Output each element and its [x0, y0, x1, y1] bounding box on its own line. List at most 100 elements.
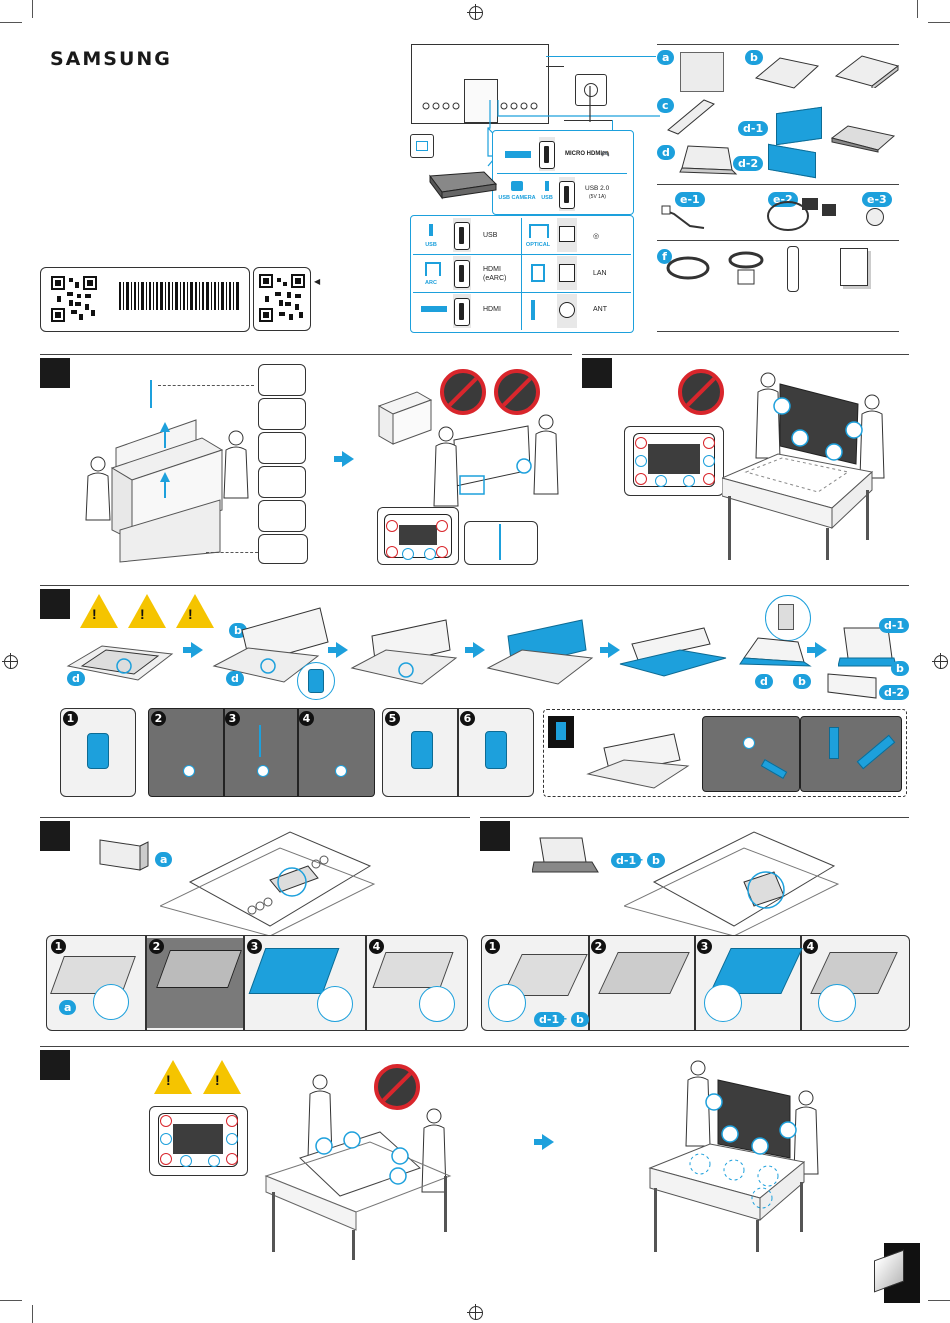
warning-icon: !: [154, 1060, 192, 1094]
part-b-label: b: [793, 674, 811, 689]
usb-port[interactable]: [454, 222, 470, 250]
crop-mark: [32, 1305, 33, 1323]
adapter-cable: [724, 250, 774, 295]
lift-tv-from-table: [260, 1072, 460, 1267]
arc-label: ARC: [419, 280, 443, 286]
registration-mark: [4, 655, 18, 669]
step-5-marker: [480, 821, 510, 851]
detail-panel-5-6: [382, 708, 534, 797]
part-d-label: d: [226, 671, 244, 686]
device-icon: [505, 151, 531, 158]
accessory-e3-label: e-3: [862, 192, 892, 207]
barcode: [119, 282, 239, 315]
step-3-marker: [40, 589, 70, 619]
usb20-label: USB 2.0: [585, 185, 609, 192]
optical-symbol: ◎: [593, 232, 599, 240]
power-cable-coil: [664, 254, 714, 289]
qr-code-icon: [259, 274, 305, 322]
crop-mark: [0, 1300, 22, 1301]
hdmi-earc-sub: (eARC): [483, 275, 506, 282]
accessory-divider: [657, 44, 899, 45]
arc-icon: [425, 262, 441, 276]
stand-d2-part: [768, 144, 816, 178]
detail-step-number: 4: [299, 711, 314, 726]
antenna-icon: [531, 300, 535, 320]
stand-base: [678, 140, 738, 181]
accessory-a-label: a: [657, 50, 674, 65]
ant-port[interactable]: [559, 302, 575, 318]
ant-label: ANT: [593, 306, 607, 313]
cable-e1: [660, 200, 710, 239]
next-arrow-icon: [542, 1134, 554, 1150]
usb-icon: [545, 181, 549, 191]
section-divider: [480, 817, 909, 818]
device-icon: [421, 306, 447, 312]
stand-step-3: [346, 610, 466, 701]
one-connect-panel-top: MICRO HDMI 🎮 USB CAMERA USB USB 2.0 (5V …: [492, 130, 634, 215]
next-arrow-icon: [191, 642, 203, 658]
micro-hdmi-label: MICRO HDMI: [565, 151, 602, 157]
tv-vesa-holes: [422, 97, 464, 105]
detail-zoom: [297, 662, 335, 700]
stand-step-number: 4: [803, 939, 818, 954]
crop-mark: [928, 22, 950, 23]
hold-points-panel: [624, 426, 724, 496]
optical-label: OPTICAL: [523, 242, 553, 248]
link-line: [612, 120, 613, 130]
lan-label: LAN: [593, 270, 607, 277]
next-arrow-icon: [815, 642, 827, 658]
wall-mount-bracket: [680, 52, 724, 92]
hold-points-panel: [377, 507, 459, 565]
lan-port[interactable]: [559, 264, 575, 282]
link-line: [546, 56, 656, 57]
leader-line: [206, 552, 258, 554]
removal-instructions: [543, 709, 907, 797]
next-arrow-icon: [342, 451, 354, 467]
optical-port[interactable]: [559, 226, 575, 242]
tv-standing-on-table: [640, 1058, 830, 1263]
camera-icon: [511, 181, 523, 191]
bracket-step-number: 2: [149, 939, 164, 954]
step-2-marker: [582, 358, 612, 388]
step-6-marker: [40, 1050, 70, 1080]
detail-step-number: 3: [225, 711, 240, 726]
detail-panel-2-4: [148, 708, 375, 797]
registration-mark: [934, 655, 948, 669]
hdmi-port[interactable]: [454, 298, 470, 326]
section-divider: [40, 354, 572, 355]
bracket-step-number: 1: [51, 939, 66, 954]
detail-step-number: 2: [151, 711, 166, 726]
hdmi-label: HDMI: [483, 306, 501, 313]
hold-points-panel: [149, 1106, 248, 1176]
lan-device-icon: [531, 264, 545, 282]
tv-on-table-illustration: [722, 368, 902, 573]
unboxing-illustration: [84, 380, 254, 575]
usb-label: USB: [537, 195, 557, 201]
hdmi-earc-port[interactable]: [454, 260, 470, 288]
screw-icon: [866, 208, 884, 226]
qr-code-icon: [51, 276, 97, 322]
stand-step-4: [482, 610, 602, 701]
registration-mark: [469, 6, 483, 20]
accessory-divider: [657, 184, 899, 185]
stand-step-5: [614, 614, 734, 689]
prohibited-icon: [678, 369, 724, 415]
accessory-divider: [657, 331, 899, 332]
stand-step-6: [738, 632, 816, 677]
warning-icon: !: [203, 1060, 241, 1094]
user-manual: [840, 248, 868, 286]
one-connect-panel-main: USB USB OPTICAL ◎ ARC HDMI (eARC) LAN HD…: [410, 215, 634, 333]
usb-2-port[interactable]: [559, 181, 575, 209]
detail-step-number: 1: [63, 711, 78, 726]
cable-e2: [762, 190, 842, 241]
stand-d1-part: [776, 107, 822, 145]
bracket-a-illustration: [96, 834, 152, 881]
micro-hdmi-port[interactable]: [539, 141, 555, 169]
gamepad-icon: 🎮: [601, 150, 610, 158]
warning-icon: !: [128, 594, 166, 628]
stand-module: [828, 124, 898, 159]
one-connect-box: [426, 168, 498, 200]
stand-assembled-illustration: [532, 832, 602, 881]
stand-cover: [832, 54, 902, 93]
step-1-marker: [40, 358, 70, 388]
